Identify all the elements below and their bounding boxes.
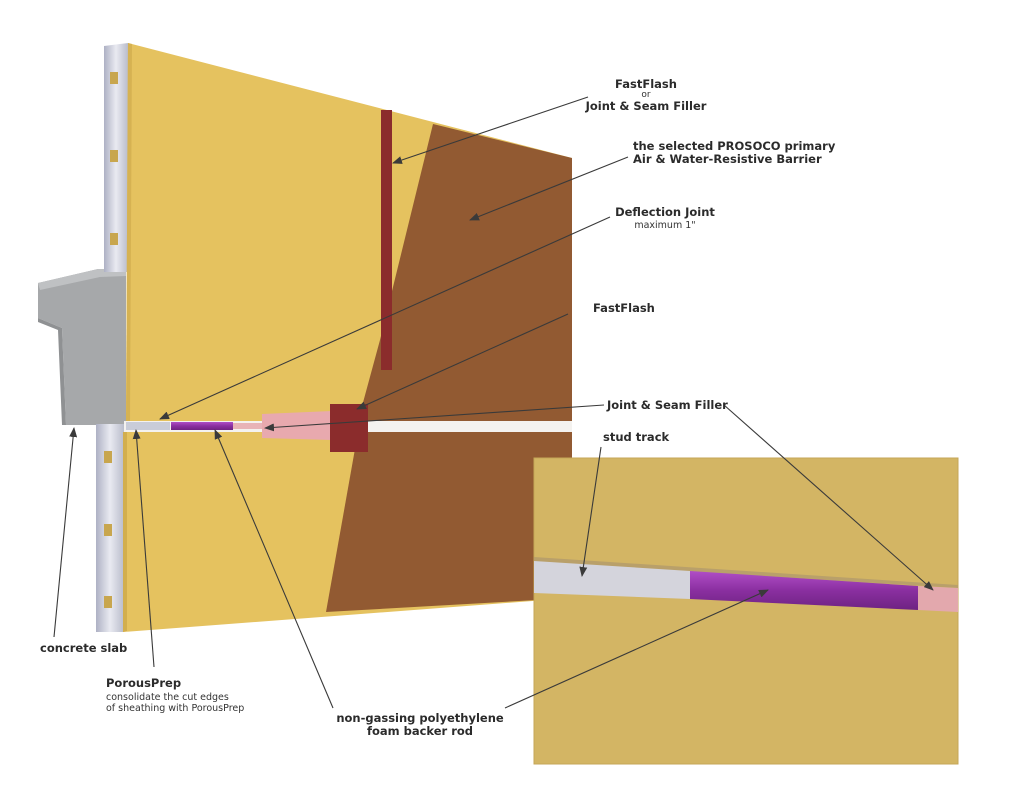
- leader-backer-rod-inset: [504, 589, 769, 709]
- label-primary-barrier: the selected PROSOCO primary Air & Water…: [633, 140, 835, 166]
- label-backer-rod-line1: non-gassing polyethylene: [336, 711, 504, 725]
- inset-joint-seam-filler: [918, 586, 958, 612]
- leader-deflection-joint: [159, 216, 611, 420]
- air-water-barrier-upper: [358, 124, 572, 421]
- label-primary-barrier-line1: the selected PROSOCO primary: [633, 139, 836, 153]
- leader-concrete-slab: [53, 427, 78, 638]
- label-stud-track: stud track: [603, 431, 669, 444]
- label-deflection-joint-note: maximum 1": [634, 220, 696, 231]
- air-water-barrier-lower: [326, 432, 572, 612]
- inset-backer-rod: [690, 571, 918, 610]
- label-deflection-joint: Deflection Joint maximum 1": [615, 206, 715, 232]
- leader-stud-track: [579, 446, 602, 577]
- label-fastflash-or-jsf-or: or: [641, 90, 651, 100]
- label-porousprep-note2: of sheathing with PorousPrep: [106, 703, 245, 714]
- stud-fastener: [104, 596, 112, 608]
- label-fastflash-or-jsf: FastFlash or Joint & Seam Filler: [586, 78, 707, 113]
- vertical-fastflash-strip: [381, 110, 392, 370]
- label-concrete-slab-title: concrete slab: [40, 641, 128, 655]
- label-deflection-joint-title: Deflection Joint: [615, 205, 715, 219]
- label-joint-seam-filler-title: Joint & Seam Filler: [607, 398, 728, 412]
- concrete-slab-shape: [38, 269, 126, 425]
- fastflash-patch: [330, 404, 368, 452]
- stud-fastener: [110, 233, 118, 245]
- label-backer-rod-line2: foam backer rod: [366, 724, 474, 738]
- leader-fastflash-or-jsf: [392, 96, 589, 164]
- stud-fastener: [104, 451, 112, 463]
- label-fastflash: FastFlash: [593, 302, 655, 315]
- upper-stud-track: [104, 43, 128, 272]
- label-porousprep: PorousPrep consolidate the cut edges of …: [106, 676, 245, 715]
- leader-primary-barrier: [469, 156, 629, 221]
- stud-fastener: [110, 72, 118, 84]
- stud-fastener: [110, 150, 118, 162]
- label-porousprep-title: PorousPrep: [106, 676, 182, 690]
- label-joint-seam-filler: Joint & Seam Filler: [607, 399, 728, 412]
- leader-joint-seam-filler-inset: [723, 404, 934, 591]
- label-fastflash-or-jsf-line1: FastFlash: [615, 77, 677, 91]
- lower-stud-track: [96, 424, 124, 632]
- inset-stud-track: [534, 561, 690, 599]
- label-primary-barrier-line2: Air & Water-Resistive Barrier: [633, 152, 822, 166]
- label-stud-track-title: stud track: [603, 430, 670, 444]
- zoom-inset: [533, 457, 959, 765]
- joint-seam-filler: [233, 423, 265, 429]
- label-porousprep-note1: consolidate the cut edges: [106, 692, 229, 703]
- backer-rod: [171, 422, 233, 430]
- leader-backer-rod: [214, 429, 334, 709]
- label-fastflash-or-jsf-line3: Joint & Seam Filler: [585, 99, 707, 113]
- leader-joint-seam-filler: [264, 404, 605, 432]
- label-backer-rod: non-gassing polyethylene foam backer rod: [336, 712, 503, 738]
- stud-fastener: [104, 524, 112, 536]
- leader-fastflash: [356, 313, 569, 410]
- label-concrete-slab: concrete slab: [40, 642, 127, 655]
- stud-track-gap: [126, 422, 170, 430]
- label-fastflash-title: FastFlash: [593, 301, 655, 315]
- leader-porousprep: [132, 429, 155, 668]
